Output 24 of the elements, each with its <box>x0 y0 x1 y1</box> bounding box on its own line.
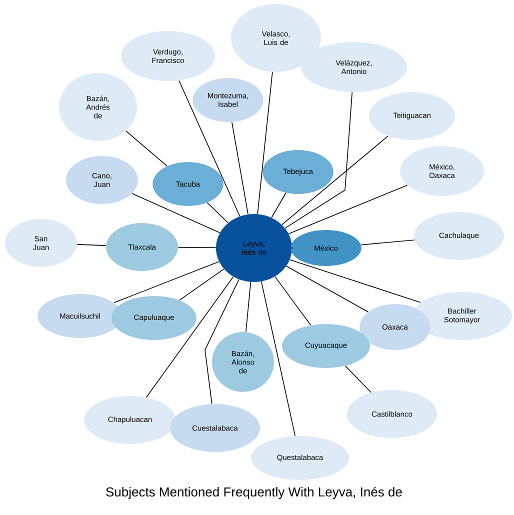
connector-line <box>132 193 220 234</box>
connector-line <box>360 240 415 246</box>
connector-line <box>179 268 224 301</box>
connector-line <box>286 266 368 312</box>
connector-line <box>178 246 216 248</box>
connector-line <box>289 259 421 303</box>
connector-line <box>260 281 296 436</box>
connector-line <box>126 130 168 166</box>
connector-line <box>178 80 240 217</box>
connector-line <box>204 279 240 404</box>
connector-line <box>271 192 286 218</box>
connector-line <box>282 136 388 226</box>
chart-title: Subjects Mentioned Frequently With Leyva, Inés de <box>106 486 402 500</box>
connector-line <box>206 202 228 224</box>
connector-line <box>246 282 252 332</box>
connector-line <box>284 92 353 229</box>
connector-line <box>146 276 234 398</box>
connector-line <box>76 244 106 246</box>
connector-line <box>344 366 372 393</box>
connector-line <box>231 122 248 215</box>
connector-line <box>274 276 312 326</box>
connector-line <box>257 72 273 214</box>
connector-line <box>114 261 220 304</box>
connector-line <box>288 184 408 234</box>
